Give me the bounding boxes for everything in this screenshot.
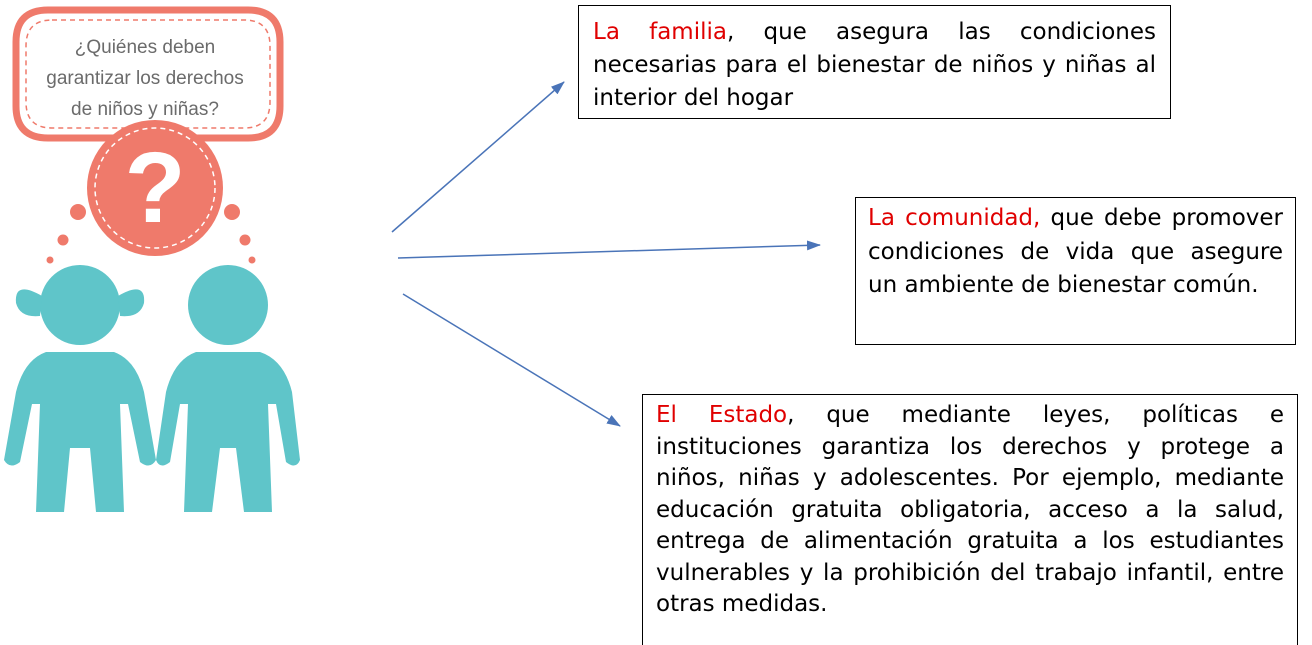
estado-keyword: El Estado bbox=[656, 402, 788, 428]
question-line-2: garantizar los derechos bbox=[46, 68, 244, 89]
illustration-svg: ? bbox=[4, 6, 300, 512]
arrow-to-estado bbox=[402, 293, 621, 427]
thought-dots bbox=[46, 204, 256, 264]
familia-text: , que asegura las condiciones necesarias… bbox=[593, 19, 1156, 111]
question-bubble-text: ¿Quiénes deben garantizar los derechos d… bbox=[30, 32, 260, 125]
familia-box: La familia, que asegura las condiciones … bbox=[578, 5, 1171, 119]
estado-text: , que mediante leyes, políticas e instit… bbox=[656, 402, 1284, 617]
question-circle: ? bbox=[87, 120, 223, 256]
comunidad-box: La comunidad, que debe promover condicio… bbox=[855, 197, 1296, 345]
boy-figure bbox=[156, 265, 300, 512]
comunidad-text: que debe promover condiciones de vida qu… bbox=[868, 205, 1284, 298]
comunidad-keyword: La comunidad, bbox=[868, 205, 1041, 231]
arrow-to-comunidad bbox=[397, 240, 821, 259]
arrow-to-familia bbox=[391, 81, 565, 233]
children-question-illustration: ? ¿Quiénes deben garantizar los derechos… bbox=[0, 0, 300, 520]
girl-figure bbox=[4, 265, 156, 512]
question-line-3: de niños y niñas? bbox=[71, 99, 219, 120]
question-line-1: ¿Quiénes deben bbox=[74, 37, 216, 58]
estado-box: El Estado, que mediante leyes, políticas… bbox=[642, 394, 1298, 645]
familia-keyword: La familia bbox=[593, 19, 727, 45]
question-mark: ? bbox=[124, 132, 185, 244]
